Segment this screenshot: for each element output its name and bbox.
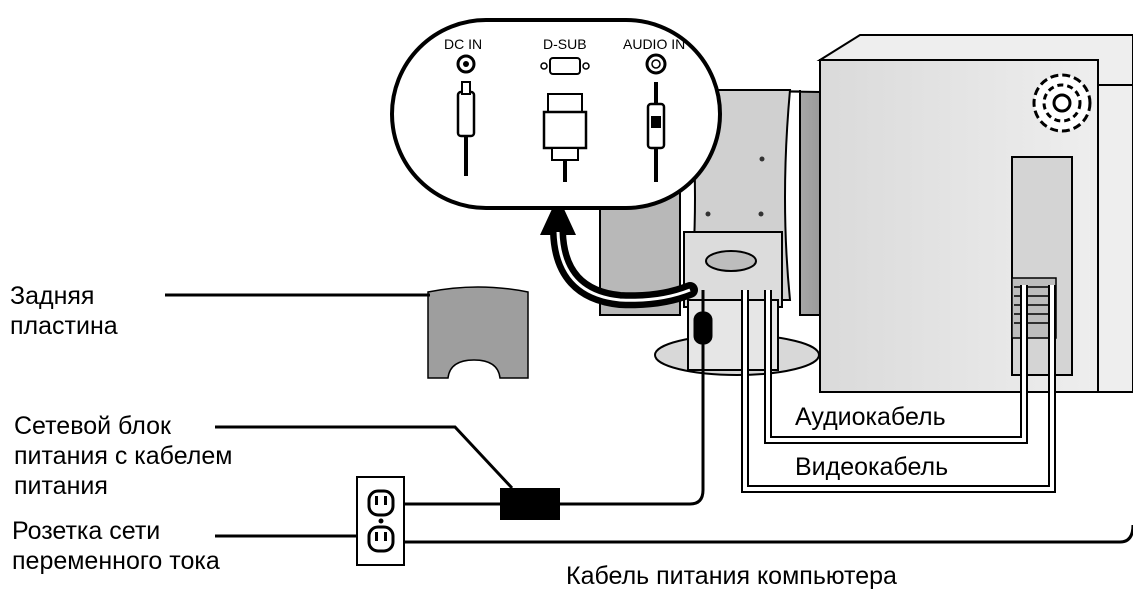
connector-panel [390, 18, 722, 210]
ac-outlet-label: Розетка сети переменного тока [12, 517, 220, 575]
curved-arrow-icon [540, 196, 698, 309]
outlet-icon [356, 476, 405, 566]
power-adapter-label: Сетевой блок питания с кабелем питания [14, 412, 233, 500]
back-plate-label: Задняя пластина [10, 282, 118, 340]
pc-power-cable-label: Кабель питания компьютера [566, 562, 897, 590]
fan-grille-icon [1032, 73, 1092, 133]
audio-in-port-label: AUDIO IN [623, 36, 686, 52]
leader-lines [165, 293, 514, 538]
power-adapter [500, 488, 560, 520]
cables [400, 285, 1133, 544]
back-plate [427, 286, 529, 379]
video-cable-label: Видеокабель [795, 453, 949, 481]
audio-cable-label: Аудиокабель [795, 403, 946, 431]
dc-in-port-label: DC IN [444, 36, 483, 52]
d-sub-port-label: D-SUB [543, 36, 587, 52]
computer-tower [816, 34, 1133, 393]
